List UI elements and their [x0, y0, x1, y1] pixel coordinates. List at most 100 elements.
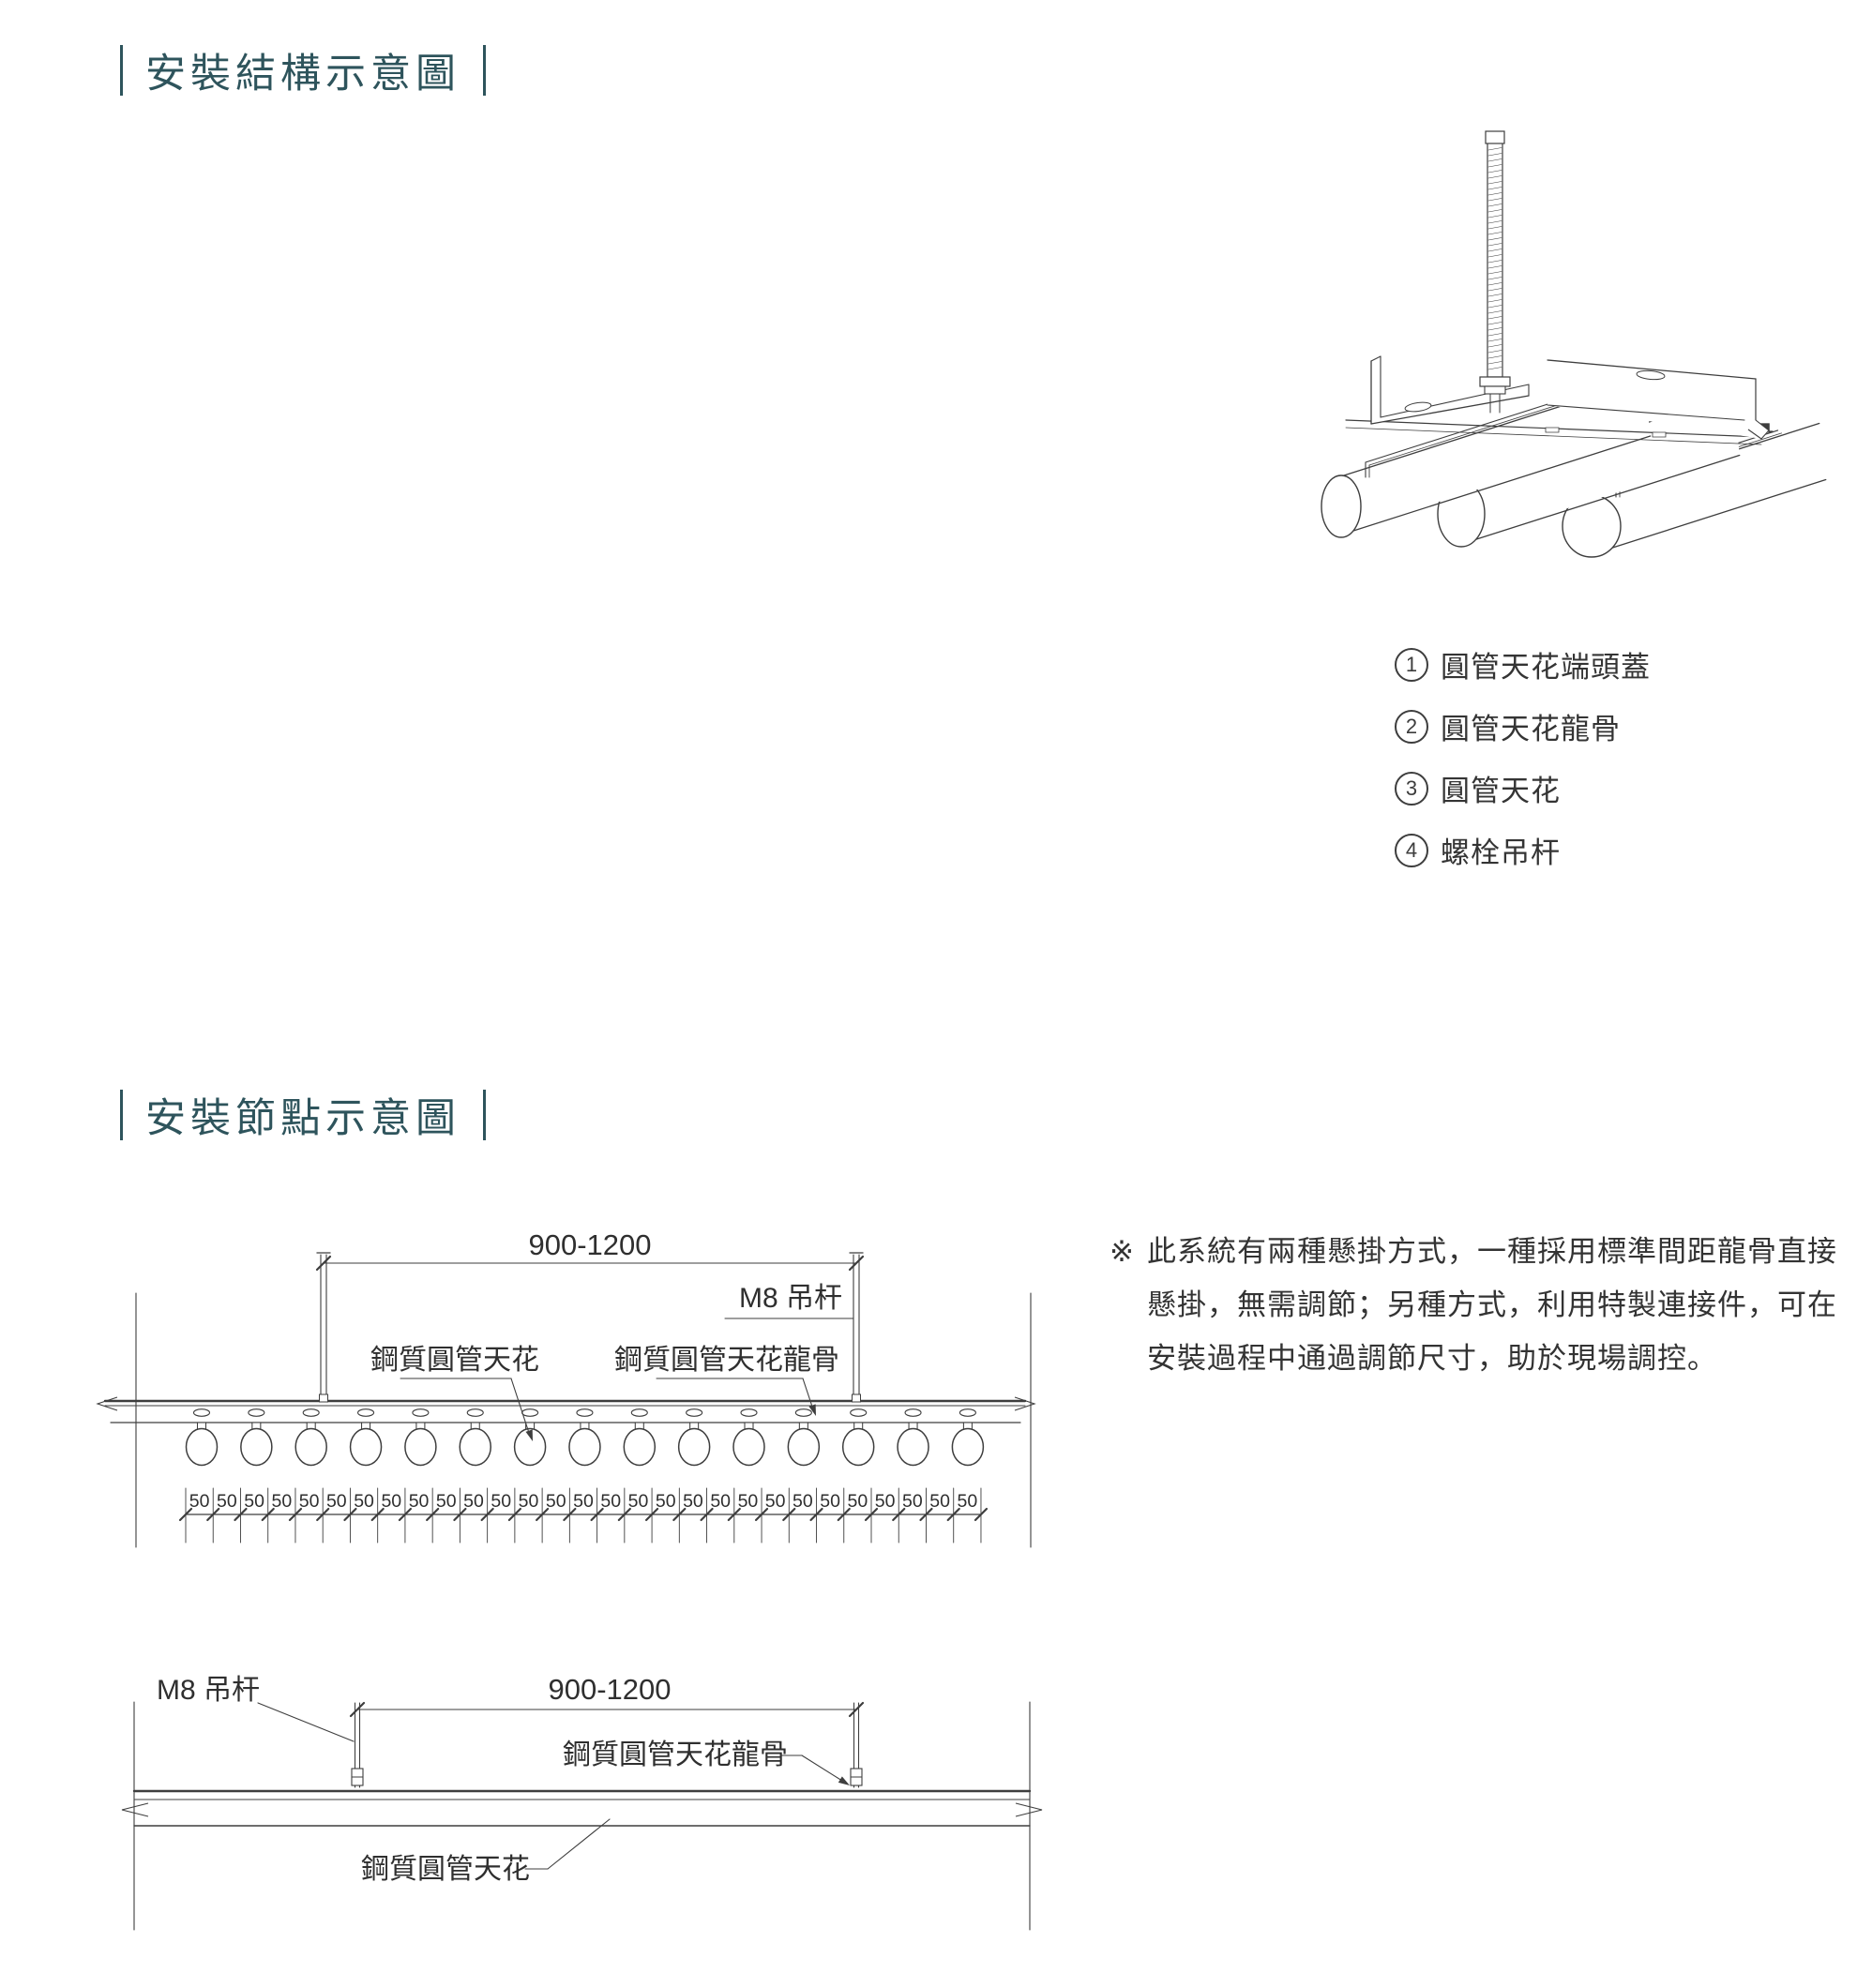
legend-item-1: 1 圓管天花端頭蓋 — [1395, 643, 1651, 685]
chain-slash — [727, 1507, 741, 1522]
tube-section-circle — [732, 1427, 765, 1467]
rod-thread — [1487, 350, 1502, 354]
hanger-leader — [257, 1702, 355, 1742]
rod-thread — [1487, 254, 1502, 258]
chain-value-50: 50 — [957, 1491, 977, 1512]
rod-thread — [1487, 226, 1502, 230]
chain-slash — [426, 1507, 440, 1522]
tube-section-circle — [349, 1427, 383, 1467]
legend-number-2: 2 — [1395, 709, 1428, 744]
rod-thread — [1487, 265, 1502, 269]
chain-value-50: 50 — [738, 1491, 759, 1512]
note-line-2: 懸掛，無需調節；另種方式，利用特製連接件，可在 — [1146, 1288, 1837, 1321]
dim-tick — [315, 1255, 332, 1272]
break-mark-right — [1015, 1802, 1043, 1817]
hanger-label: M8 吊杆 — [739, 1283, 842, 1314]
threaded-hanger-rod — [1479, 130, 1511, 414]
bracket-face — [1371, 356, 1529, 424]
rod-thread — [1487, 288, 1502, 292]
section1-title: 安裝結構示意圖 — [145, 52, 460, 97]
tube-section-circle — [897, 1427, 929, 1467]
section2-title: 安裝節點示意圖 — [145, 1096, 460, 1141]
rod-thread — [1487, 367, 1502, 370]
chain-slash — [507, 1507, 521, 1522]
chain-slash — [864, 1507, 879, 1522]
header-bar-right — [483, 1090, 486, 1140]
slot-rail-top — [1365, 393, 1582, 463]
chain-slash — [754, 1507, 769, 1522]
chain-slash — [480, 1507, 494, 1522]
rod-thread — [1487, 355, 1502, 359]
note-block: ※ 此系統有兩種懸掛方式，一種採用標準間距龍骨直接 懸掛，無需調節；另種方式，利… — [1110, 1225, 1850, 1385]
tube-section-circle — [513, 1427, 547, 1467]
chain-value-50: 50 — [381, 1491, 401, 1512]
rod-thread — [1487, 175, 1502, 179]
chain-slash — [919, 1507, 933, 1522]
runner-label-leader — [801, 1755, 843, 1782]
tube-section-circle — [404, 1427, 437, 1467]
legend-item-3: 3 圓管天花 — [1395, 767, 1651, 809]
chain-value-50: 50 — [683, 1491, 703, 1512]
rod-thread — [1487, 215, 1502, 218]
tube-section-circle — [459, 1427, 491, 1467]
rod-washer — [1484, 385, 1506, 395]
tube-body — [1464, 395, 1740, 539]
legend-number-4: 4 — [1395, 833, 1428, 867]
chain-slash — [672, 1507, 687, 1522]
tube-label-arrow — [525, 1429, 533, 1441]
rod-thread — [1487, 271, 1502, 275]
carrier-bar-bottom — [1345, 427, 1762, 445]
break-mark-left — [96, 1396, 118, 1411]
chain-value-50: 50 — [793, 1491, 813, 1512]
rod-thread — [1487, 192, 1502, 196]
tube-section-circle — [568, 1427, 601, 1467]
chain-slash — [234, 1507, 248, 1522]
rod-top-cap — [1485, 130, 1505, 144]
channel-hole — [1636, 369, 1666, 381]
runner-slot — [412, 1408, 430, 1417]
chain-value-50: 50 — [189, 1491, 210, 1512]
legend-label-3: 圓管天花 — [1441, 775, 1561, 807]
legend-item-2: 2 圓管天花龍骨 — [1395, 705, 1651, 747]
chain-slash — [288, 1507, 303, 1522]
runner-slot — [302, 1408, 320, 1417]
note-line-3: 安裝過程中通過調節尺寸，助於現場調控。 — [1146, 1342, 1717, 1375]
dim-text-900-1200: 900-1200 — [528, 1228, 651, 1261]
chain-value-50: 50 — [628, 1491, 649, 1512]
rod-thread — [1487, 209, 1502, 213]
rod-thread — [1487, 316, 1502, 320]
header-bar-left — [120, 45, 123, 96]
bracket-edge — [1370, 355, 1381, 362]
chain-value-50: 50 — [271, 1491, 292, 1512]
runner-slot — [576, 1408, 594, 1417]
channel-lip — [1747, 419, 1770, 440]
chain-value-50: 50 — [354, 1491, 374, 1512]
tube-label-leader — [510, 1378, 530, 1434]
dim-tick — [848, 1255, 865, 1272]
chain-value-50: 50 — [409, 1491, 430, 1512]
chain-slash — [617, 1507, 631, 1522]
legend-number-3: 3 — [1395, 771, 1428, 806]
chain-value-50: 50 — [902, 1491, 923, 1512]
chain-value-50: 50 — [299, 1491, 320, 1512]
runner-slot — [686, 1408, 703, 1417]
dim-tick — [848, 1701, 865, 1718]
tube-body — [1344, 380, 1651, 530]
chain-value-50: 50 — [765, 1491, 786, 1512]
tube-section-circle — [787, 1427, 821, 1467]
tube-label: 鋼質圓管天花 — [361, 1854, 530, 1885]
runner-channel-right — [1547, 359, 1770, 440]
break-mark-right — [1014, 1396, 1036, 1411]
rod-thread — [1487, 260, 1502, 264]
channel-top — [1547, 359, 1757, 380]
runner-label-leader — [802, 1378, 813, 1408]
runner-slot — [630, 1408, 648, 1417]
chain-slash — [946, 1507, 960, 1522]
runner-label: 鋼質圓管天花龍骨 — [563, 1740, 788, 1770]
legend-label-4: 螺栓吊杆 — [1441, 836, 1561, 869]
rod-thread — [1487, 153, 1502, 157]
chain-slash — [700, 1507, 714, 1522]
legend-label-1: 圓管天花端頭蓋 — [1441, 651, 1651, 684]
runner-label-arrow — [838, 1776, 850, 1785]
